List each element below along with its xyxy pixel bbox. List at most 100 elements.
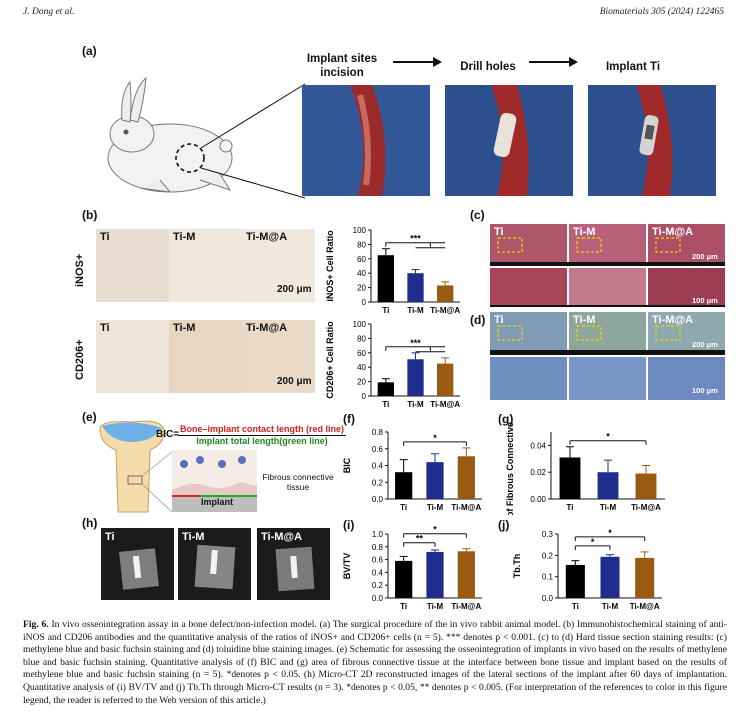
y-axis-label: Tb.Th	[512, 554, 522, 579]
scale-bar-label: 100 μm	[692, 386, 718, 395]
panel-label-b: (b)	[82, 208, 98, 222]
y-tick-label: 0.02	[530, 468, 546, 477]
y-tick-label: 60	[357, 255, 366, 264]
y-tick-label: 40	[357, 269, 366, 278]
bar	[395, 560, 413, 598]
row-label-cd206: CD206+	[74, 339, 86, 380]
x-tick-label: Ti-M	[427, 602, 444, 611]
y-axis-label: CD206+ Cell Ratio	[325, 321, 335, 399]
caption-label: Fig. 6.	[23, 619, 49, 630]
x-tick-label: Ti-M@A	[631, 503, 661, 512]
y-tick-label: 80	[357, 334, 366, 343]
fibrous-tissue-label: Fibrous connective tissue	[262, 472, 334, 492]
x-tick-label: Ti-M	[602, 602, 619, 611]
bone-implant-schematic	[99, 420, 257, 513]
scale-bar-label: 200 μm	[692, 252, 718, 261]
stain-label: Ti-M@A	[652, 226, 694, 238]
x-tick-label: Ti-M@A	[451, 503, 481, 512]
x-tick-label: Ti-M	[407, 306, 424, 315]
arrow-icon	[393, 57, 442, 67]
ihc-label: Ti-M	[173, 322, 196, 334]
bic-denominator: Implant total length(green line)	[196, 436, 328, 446]
scale-bar-label: 200 μm	[277, 376, 312, 387]
y-tick-label: 80	[357, 240, 366, 249]
x-tick-label: Ti	[572, 602, 579, 611]
x-tick-label: Ti	[382, 306, 389, 315]
x-tick-label: Ti-M	[600, 503, 617, 512]
y-tick-label: 100	[353, 226, 367, 235]
chart-fibrous: Area of Fibrous Connective Tissue 0.00 0.0…	[505, 420, 665, 515]
y-tick-label: 0.6	[372, 556, 384, 565]
bar	[457, 456, 475, 499]
y-axis-label: BIC	[342, 457, 352, 473]
panel-label-g: (g)	[498, 412, 514, 426]
y-tick-label: 40	[357, 363, 366, 372]
y-tick-label: 100	[353, 320, 367, 329]
y-tick-label: 0.00	[530, 495, 546, 504]
microct-image-tima	[257, 528, 330, 600]
ihc-image-cd206-tima	[242, 320, 315, 393]
scale-bar-label: 200 μm	[277, 284, 312, 295]
x-tick-label: Ti	[400, 503, 407, 512]
ct-label: Ti-M	[182, 531, 205, 543]
significance-label: *	[606, 432, 610, 442]
stain-label: Ti	[494, 314, 504, 326]
significance-label: *	[433, 433, 437, 443]
significance-label: ***	[410, 338, 421, 348]
bar	[437, 363, 454, 396]
y-tick-label: 0.0	[542, 594, 554, 603]
scale-bar-label: 100 μm	[692, 296, 718, 305]
x-tick-label: Ti-M@A	[630, 602, 660, 611]
y-tick-label: 0.2	[372, 478, 384, 487]
x-tick-label: Ti-M@A	[430, 306, 460, 315]
y-tick-label: 0	[362, 392, 367, 401]
panel-label-c: (c)	[470, 208, 485, 222]
y-tick-label: 0.2	[372, 581, 384, 590]
x-tick-label: Ti-M@A	[430, 400, 460, 409]
microct-image-ti	[101, 528, 174, 600]
surgery-photo-incision	[302, 85, 430, 196]
ihc-label: Ti	[100, 231, 110, 243]
panel-label-a: (a)	[82, 44, 97, 58]
bar	[407, 359, 424, 396]
y-tick-label: 0.6	[372, 445, 384, 454]
ct-label: Ti	[105, 531, 115, 543]
y-axis-label: Area of Fibrous Connective Tissue	[505, 420, 515, 515]
scale-bar-label: 200 μm	[692, 340, 718, 349]
ihc-label: Ti	[100, 322, 110, 334]
surgery-photo-drill	[445, 85, 573, 196]
surgery-photo-implant	[588, 85, 716, 196]
y-tick-label: 0.8	[372, 543, 384, 552]
ihc-image-cd206-tim	[169, 320, 242, 393]
bar	[395, 472, 413, 499]
y-tick-label: 0.0	[372, 594, 384, 603]
caption-text: In vivo osseointegration assay in a bone…	[23, 619, 727, 706]
bic-formula-prefix: BIC=	[156, 429, 180, 440]
y-tick-label: 0.3	[542, 530, 554, 539]
significance-label: *	[608, 528, 612, 538]
microct-image-tim	[178, 528, 251, 600]
step-label-incision: Implant sites incision	[306, 53, 378, 79]
bar	[377, 255, 394, 302]
bar	[457, 551, 475, 598]
y-tick-label: 0.4	[372, 568, 384, 577]
stain-label: Ti-M	[573, 226, 596, 238]
bar	[565, 564, 585, 598]
y-tick-label: 0.8	[372, 428, 384, 437]
bar	[635, 473, 657, 499]
ihc-image-inos-ti	[96, 229, 169, 302]
figure-caption: Fig. 6. In vivo osseointegration assay i…	[23, 619, 727, 707]
ct-label: Ti-M@A	[261, 531, 303, 543]
y-tick-label: 0.4	[372, 462, 384, 471]
x-tick-label: Ti-M@A	[451, 602, 481, 611]
significance-label: *	[591, 537, 595, 547]
panel-label-i: (i)	[343, 518, 355, 532]
ihc-label: Ti-M@A	[246, 322, 288, 334]
x-tick-label: Ti-M	[407, 400, 424, 409]
journal-author-header: J. Dong et al.	[23, 7, 75, 17]
hard-tissue-stain-c	[490, 224, 725, 307]
step-label-implant: Implant Ti	[605, 61, 661, 73]
journal-citation-header: Biomaterials 305 (2024) 122465	[599, 7, 724, 17]
